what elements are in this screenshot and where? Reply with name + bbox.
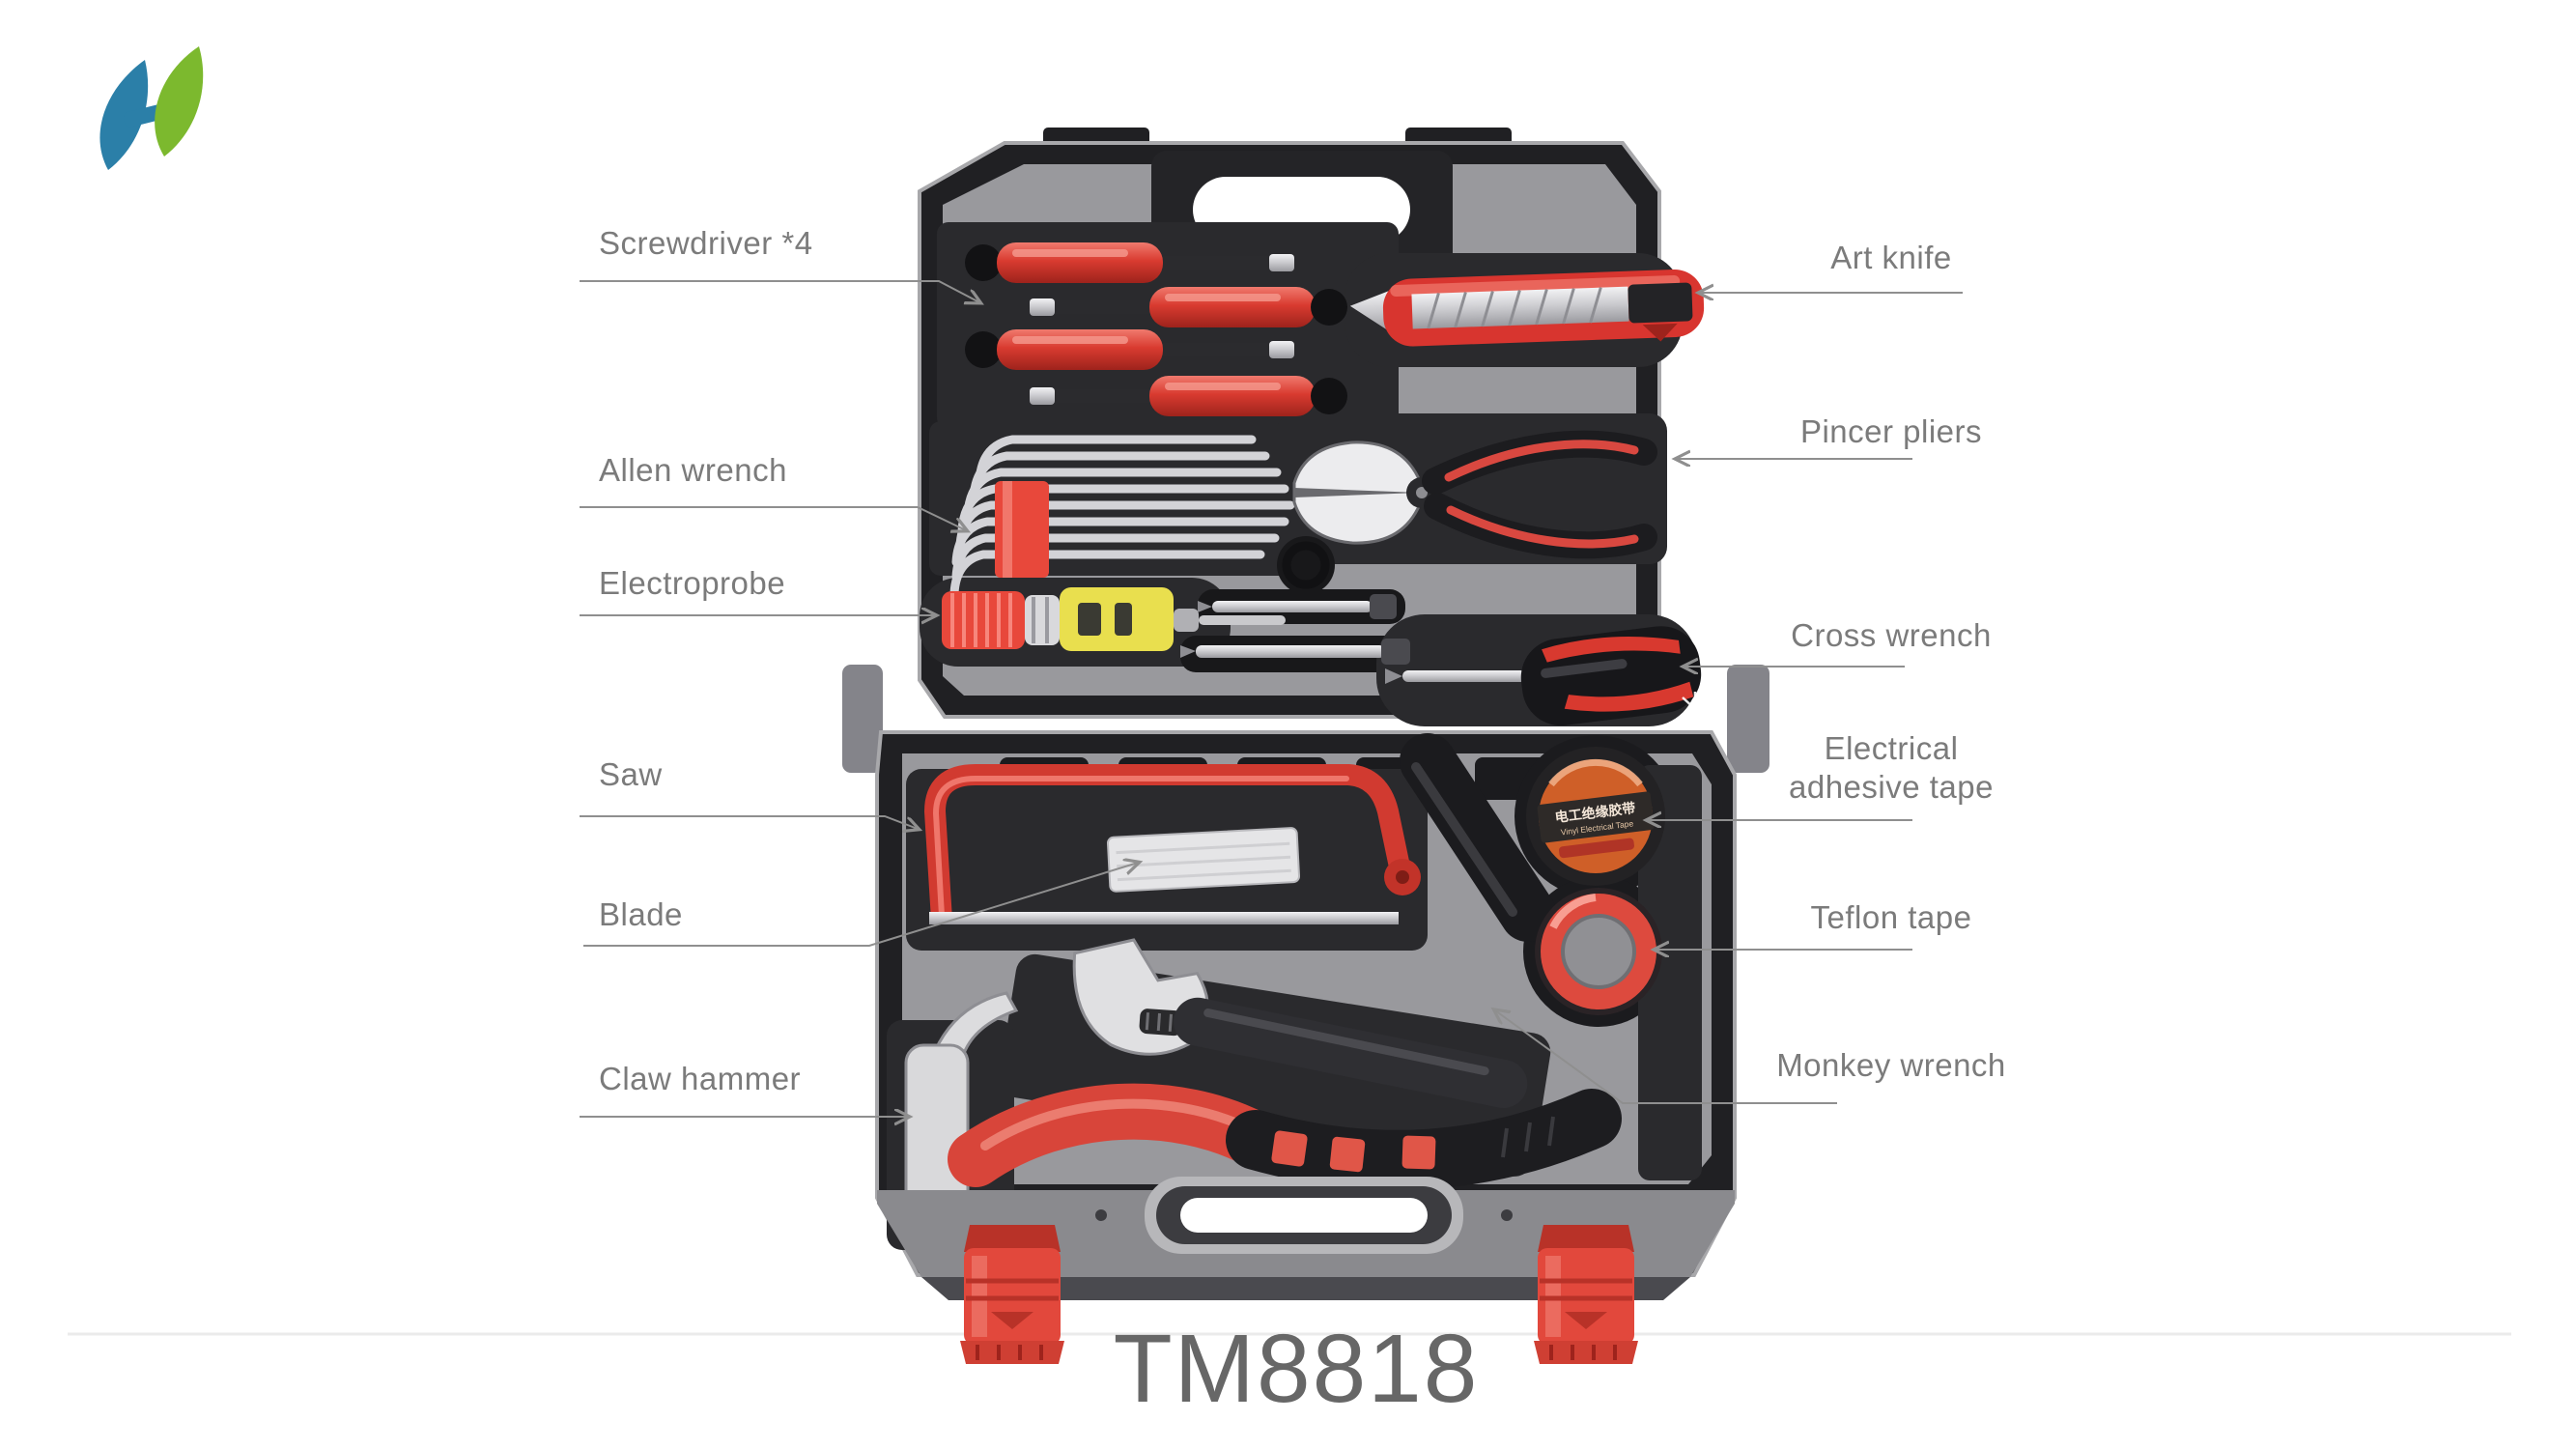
leader-lines	[580, 280, 1963, 1117]
leader-monkey-wrench	[1495, 1010, 1837, 1104]
handle-slot-bottom	[1180, 1198, 1428, 1233]
screwdriver	[1030, 287, 1347, 327]
product-model-code: TM8818	[1113, 1315, 1480, 1423]
cross-wrench	[1385, 626, 1709, 726]
callout-cross-wrench: Cross wrench	[1791, 617, 1992, 653]
monkey-wrench	[1072, 938, 1528, 1109]
saw-handle-tube	[1400, 733, 1556, 942]
callout-electroprobe: Electroprobe	[599, 565, 786, 601]
o-ring	[1282, 541, 1330, 589]
pincer-pliers	[1292, 430, 1657, 559]
leader-blade	[583, 863, 1138, 947]
latch-left	[960, 1225, 1064, 1364]
leader-screwdriver	[580, 280, 979, 302]
saw-blade-pack	[1106, 827, 1301, 893]
teflon-tape	[1535, 888, 1662, 1015]
callout-electrical-tape: Electrical adhesive tape	[1789, 730, 1994, 805]
toolkit-case: 电工绝缘胶带 Vinyl Electrical Tape	[842, 128, 1769, 1364]
screwdriver	[965, 242, 1294, 283]
case-tray: 电工绝缘胶带 Vinyl Electrical Tape	[875, 730, 1737, 1364]
case-lid	[918, 128, 1709, 726]
callout-blade: Blade	[599, 896, 683, 932]
latch-right	[1534, 1225, 1638, 1364]
electrical-tape: 电工绝缘胶带 Vinyl Electrical Tape	[1526, 747, 1665, 886]
screwdriver	[1030, 376, 1347, 416]
saw	[924, 764, 1421, 924]
callout-claw-hammer: Claw hammer	[599, 1061, 802, 1096]
bit-extensions	[1180, 594, 1410, 665]
callout-pincer-pliers: Pincer pliers	[1799, 413, 1983, 449]
leader-saw	[580, 815, 918, 829]
callout-saw: Saw	[599, 756, 663, 792]
callout-allen-wrench: Allen wrench	[599, 452, 787, 488]
allen-wrench-set	[949, 435, 1295, 598]
callout-monkey-wrench: Monkey wrench	[1776, 1047, 2006, 1083]
screwdrivers	[965, 242, 1347, 416]
brand-logo	[99, 46, 204, 170]
leader-allen-wrench	[580, 506, 966, 530]
callout-art-knife: Art knife	[1830, 240, 1952, 275]
electroprobe	[942, 587, 1286, 651]
hinge-tab-left	[842, 665, 883, 773]
hinge-tab-right	[1727, 665, 1769, 773]
callout-screwdriver: Screwdriver *4	[599, 225, 813, 261]
art-knife	[1349, 269, 1705, 347]
screwdriver	[965, 329, 1294, 370]
callout-teflon-tape: Teflon tape	[1810, 899, 1972, 935]
